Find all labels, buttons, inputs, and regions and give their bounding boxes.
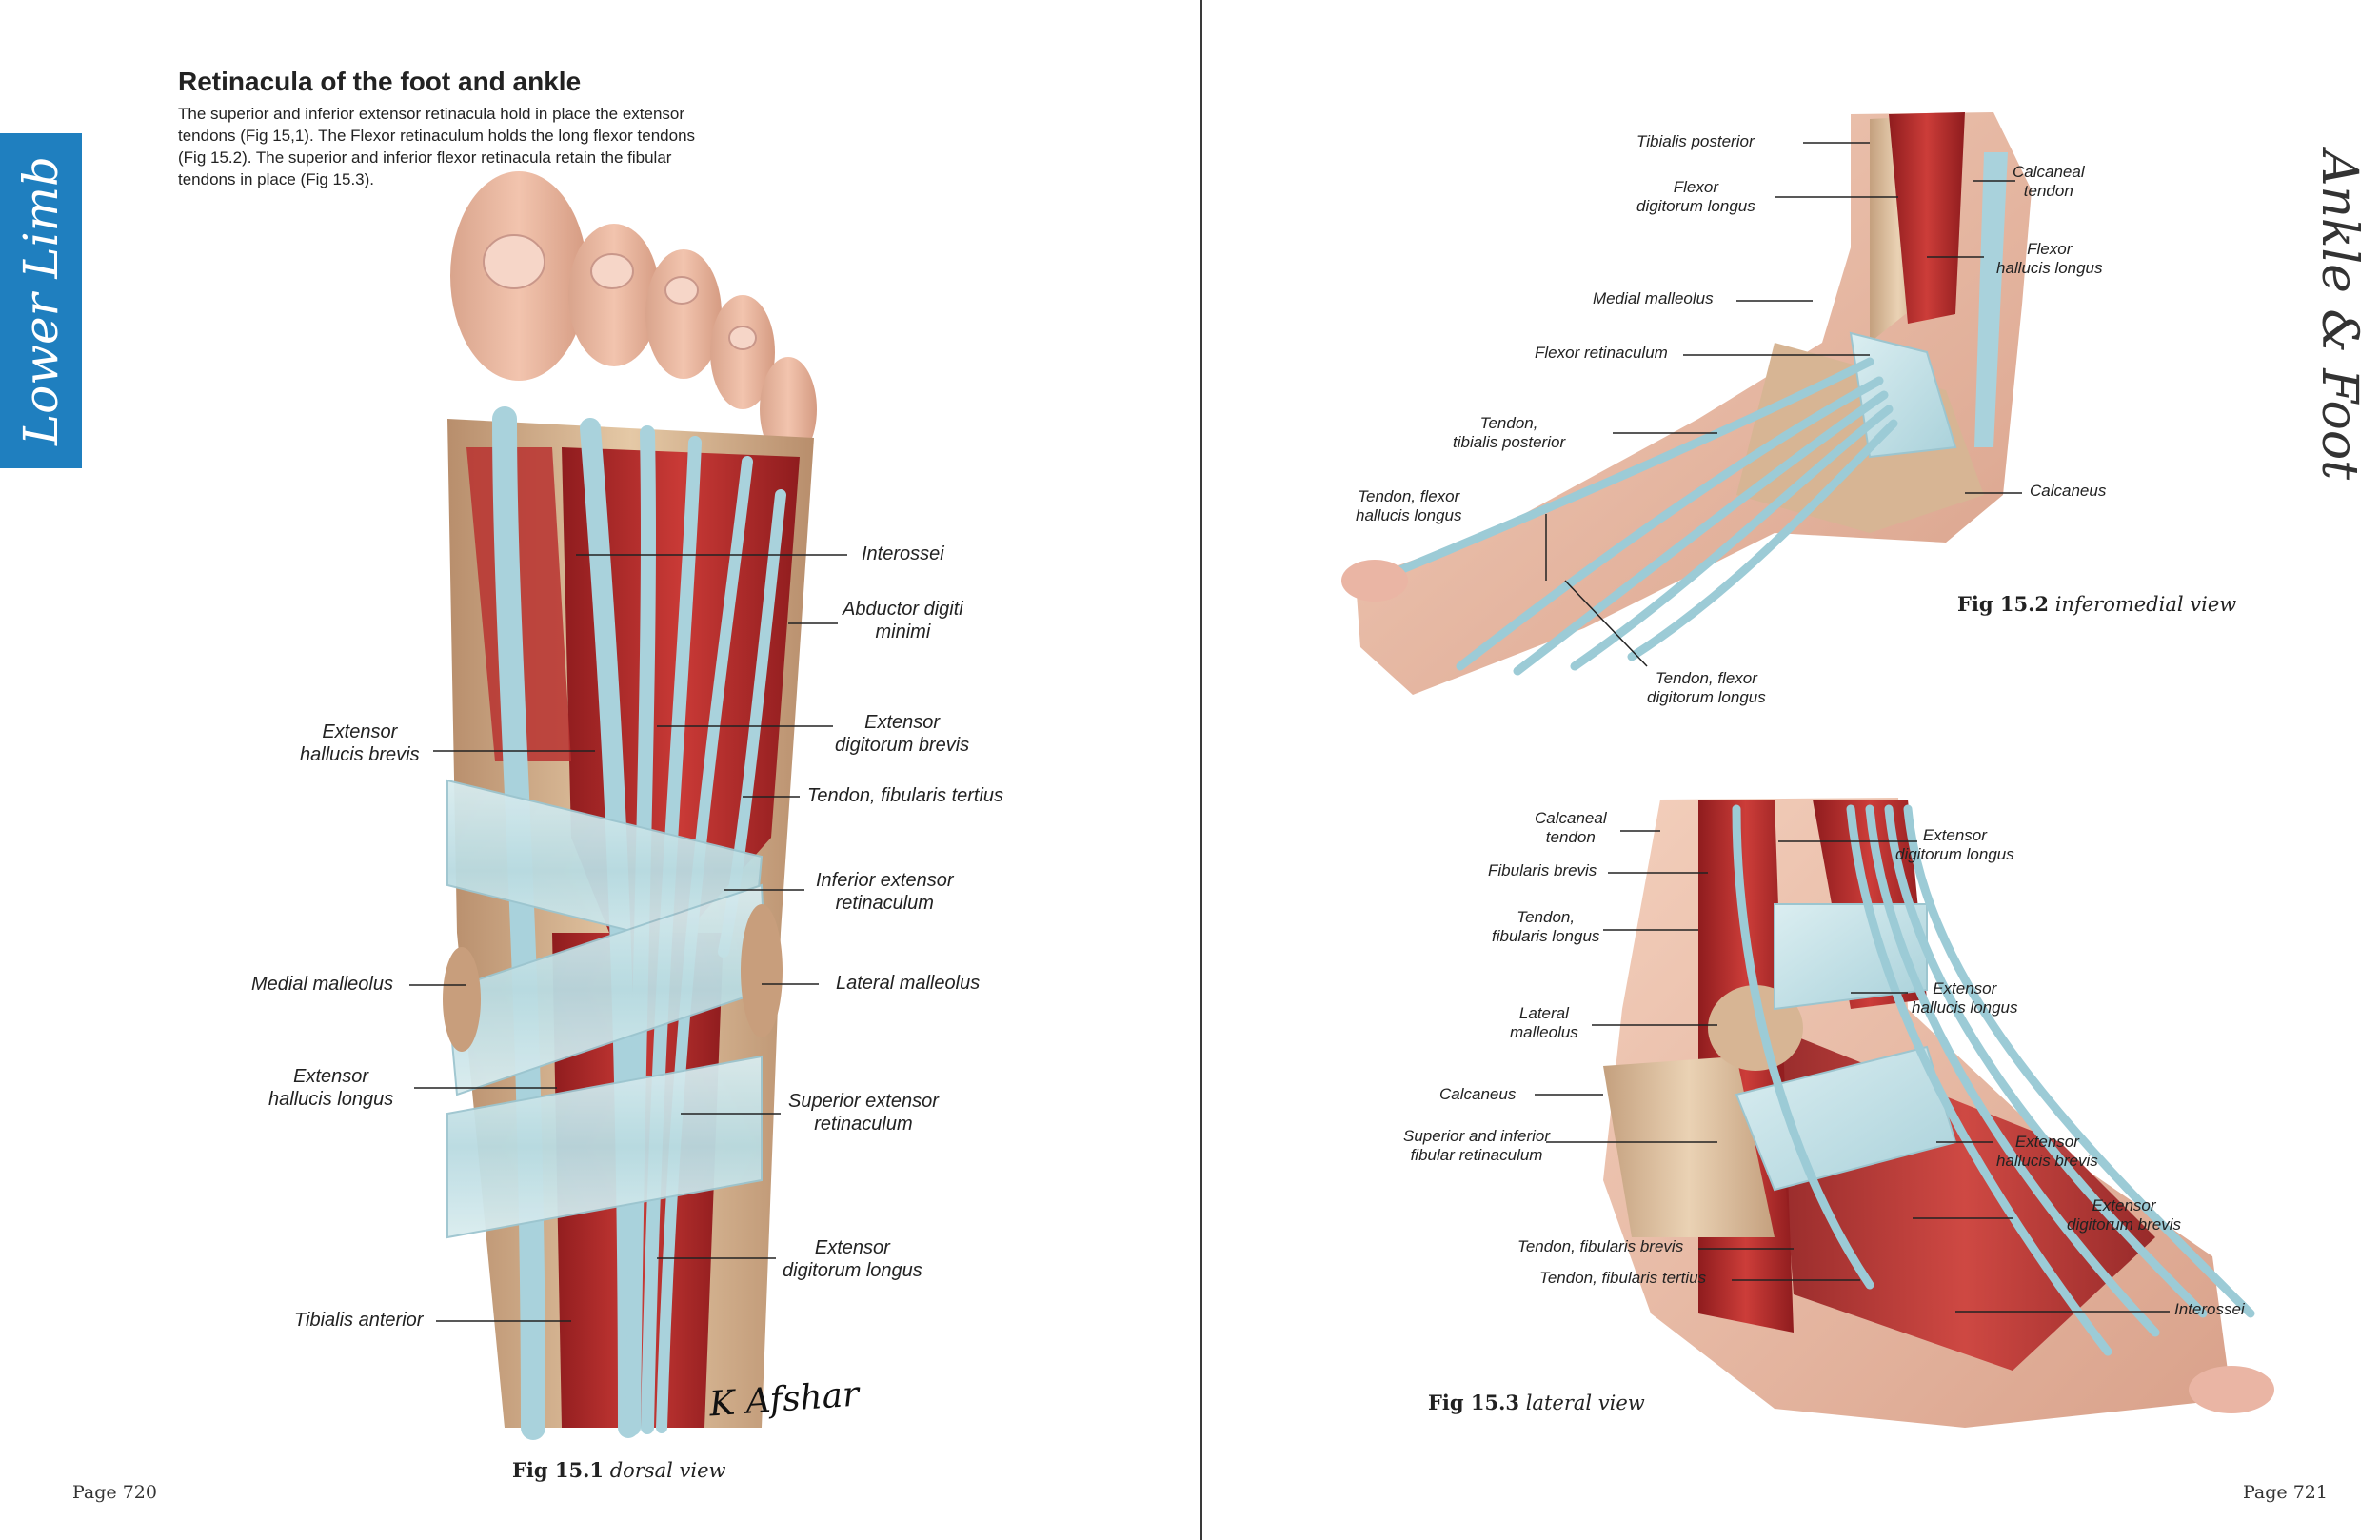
label-tibialis-posterior: Tibialis posterior [1636, 132, 1755, 150]
page-number-right: Page 721 [2243, 1482, 2328, 1503]
label-fibularis-brevis: Fibularis brevis [1488, 861, 1597, 879]
label-medial-malleolus: Medial malleolus [1593, 289, 1714, 307]
label-tibialis-anterior: Tibialis anterior [294, 1310, 424, 1331]
label-tendon-tibialis-posterior: Tendon,tibialis posterior [1453, 414, 1566, 452]
lateral-foot-illustration [1603, 798, 2274, 1428]
label-flexor-retinaculum: Flexor retinaculum [1535, 344, 1668, 362]
section-side-tab [0, 133, 82, 468]
label-medial-malleolus: Medial malleolus [251, 974, 393, 995]
label-interossei-lateral: Interossei [2174, 1300, 2245, 1318]
fig1-caption: Fig 15.1 dorsal view [512, 1458, 726, 1482]
extensor-retinacula [446, 779, 768, 1239]
fig1-leader-lines [409, 554, 847, 1322]
toes [450, 171, 817, 462]
intro-line: tendons (Fig 15,1). The Flexor retinacul… [178, 127, 696, 145]
right-page-illustrations [1341, 112, 2274, 1428]
intro-line: tendons in place (Fig 15.3). [178, 170, 375, 188]
intro-paragraph: The superior and inferior extensor retin… [178, 103, 768, 190]
right-page: Ankle & Foot [1203, 0, 2380, 1540]
page-spine-divider [1200, 0, 1202, 1540]
label-tendon-fibularis-tertius: Tendon, fibularis tertius [807, 785, 1004, 806]
page-title: Retinacula of the foot and ankle [178, 67, 582, 96]
dorsal-foot-illustration [409, 171, 847, 1440]
label-calcaneus: Calcaneus [2030, 482, 2107, 500]
label-tendon-fibularis-longus: Tendon,fibularis longus [1492, 908, 1600, 946]
fig2-caption: Fig 15.2 inferomedial view [1957, 592, 2237, 616]
label-tendon-fibularis-brevis: Tendon, fibularis brevis [1517, 1237, 1684, 1255]
fig2-leader-lines [1545, 142, 2022, 667]
fig3-leader-lines [1535, 830, 2170, 1313]
label-calcaneus-lateral: Calcaneus [1439, 1085, 1517, 1103]
inferomedial-foot-illustration [1341, 112, 2032, 695]
label-lateral-malleolus: Lateral malleolus [836, 973, 981, 994]
page-number-left: Page 720 [72, 1482, 157, 1503]
label-interossei: Interossei [862, 543, 944, 564]
label-tendon-fibularis-tertius-lateral: Tendon, fibularis tertius [1539, 1269, 1707, 1287]
fig3-caption: Fig 15.3 lateral view [1428, 1391, 1645, 1414]
lateral-malleolus-shape [741, 904, 783, 1037]
intro-line: (Fig 15.2). The superior and inferior fl… [178, 148, 672, 167]
intro-line: The superior and inferior extensor retin… [178, 105, 685, 123]
medial-malleolus-shape [443, 947, 481, 1052]
left-page: Lower Limb Retinacula of the foot and an… [0, 67, 1004, 1503]
